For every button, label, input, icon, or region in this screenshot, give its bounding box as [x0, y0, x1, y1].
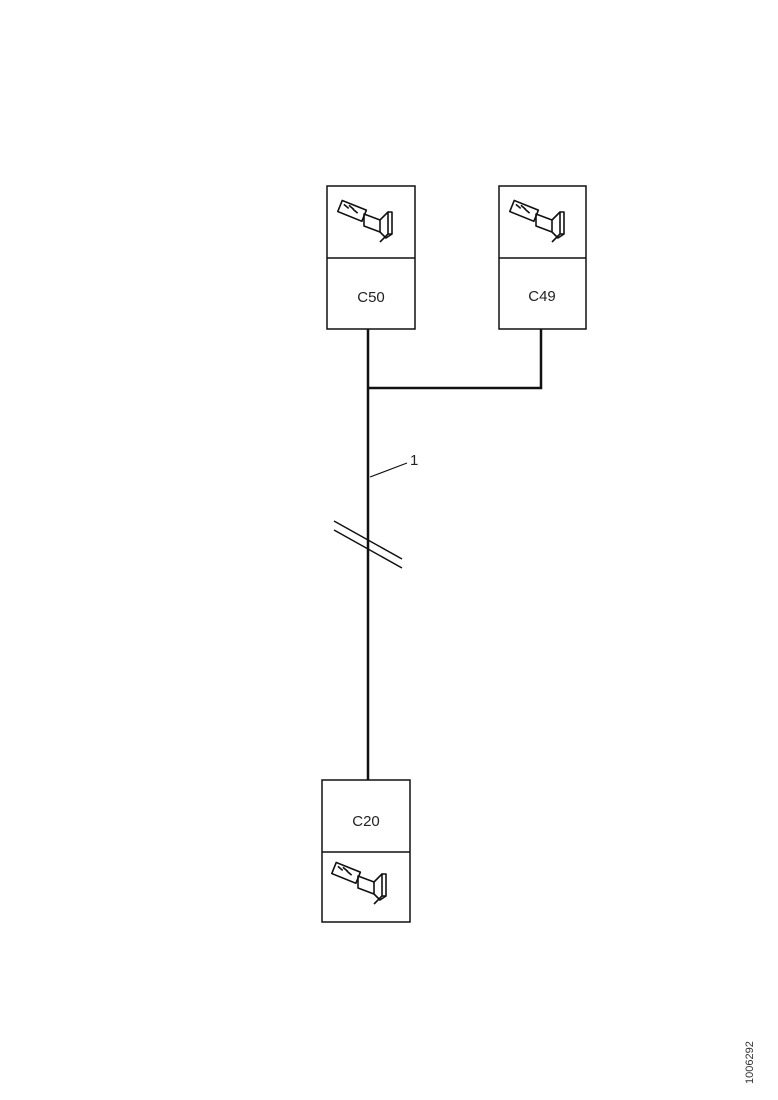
connector-c49: C49: [498, 185, 587, 330]
connector-c20: C20: [321, 779, 411, 923]
reference-code: 1006292: [744, 1041, 756, 1084]
callout: 1: [369, 452, 418, 478]
wire-c49-branch: [368, 329, 543, 390]
connector-label-c20: C20: [352, 813, 380, 830]
connector-label-c50: C50: [357, 289, 385, 306]
connector-c50: C50: [326, 185, 416, 330]
connector-label-c49: C49: [528, 288, 556, 305]
break-symbol: [333, 520, 403, 569]
wires: [366, 329, 543, 780]
callout-number: 1: [410, 452, 418, 469]
callout-leader-line: [369, 462, 408, 478]
